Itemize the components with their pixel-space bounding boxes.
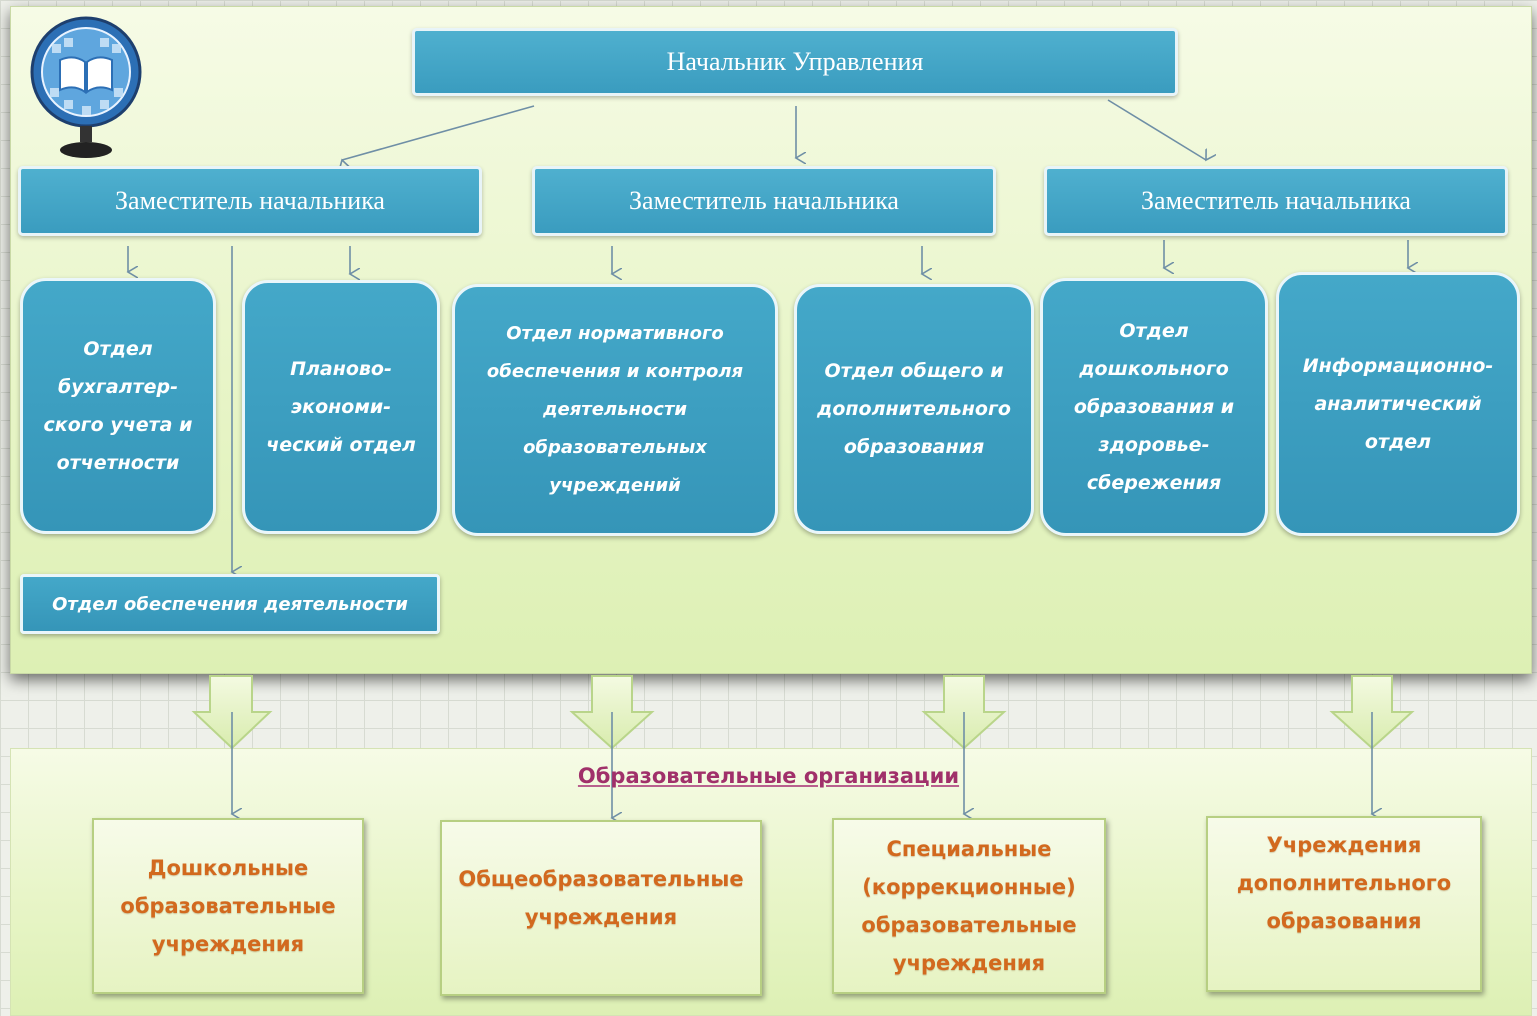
department-preschool-health: Отдел дошкольного образования и здоровье… bbox=[1040, 278, 1268, 536]
org-label: Специальные (коррекционные) образователь… bbox=[861, 837, 1077, 975]
deputy-box-1: Заместитель начальника bbox=[18, 166, 482, 236]
department-label: Отдел общего и дополнительного образован… bbox=[817, 360, 1011, 458]
org-label: Учреждения дополнительного образования bbox=[1236, 833, 1452, 933]
org-general-education: Общеобразовательные учреждения bbox=[440, 820, 762, 996]
org-special-correctional: Специальные (коррекционные) образователь… bbox=[832, 818, 1106, 994]
department-accounting: Отдел бухгалтер- ского учета и отчетност… bbox=[20, 278, 216, 534]
department-label: Отдел нормативного обеспечения и контрол… bbox=[486, 323, 744, 496]
department-label: Отдел бухгалтер- ского учета и отчетност… bbox=[43, 338, 193, 474]
deputy-label: Заместитель начальника bbox=[629, 186, 899, 215]
support-label: Отдел обеспечения деятельности bbox=[52, 593, 408, 615]
department-label: Информационно- аналитический отдел bbox=[1302, 355, 1494, 453]
department-planning-economic: Планово- экономи- ческий отдел bbox=[242, 280, 440, 534]
department-regulatory-control: Отдел нормативного обеспечения и контрол… bbox=[452, 284, 778, 536]
department-information-analytics: Информационно- аналитический отдел bbox=[1276, 272, 1520, 536]
organizations-title: Образовательные организации bbox=[577, 764, 960, 788]
globe-book-icon bbox=[28, 14, 144, 162]
org-preschool: Дошкольные образовательные учреждения bbox=[92, 818, 364, 994]
department-support: Отдел обеспечения деятельности bbox=[20, 574, 440, 634]
department-general-additional-education: Отдел общего и дополнительного образован… bbox=[794, 284, 1034, 534]
org-label: Общеобразовательные учреждения bbox=[458, 867, 744, 929]
department-label: Планово- экономи- ческий отдел bbox=[266, 358, 416, 456]
deputy-box-2: Заместитель начальника bbox=[532, 166, 996, 236]
head-box: Начальник Управления bbox=[412, 28, 1178, 96]
org-label: Дошкольные образовательные учреждения bbox=[120, 856, 336, 956]
department-label: Отдел дошкольного образования и здоровье… bbox=[1073, 320, 1235, 494]
deputy-label: Заместитель начальника bbox=[115, 186, 385, 215]
org-additional-education: Учреждения дополнительного образования bbox=[1206, 816, 1482, 992]
head-label: Начальник Управления bbox=[666, 47, 924, 76]
deputy-label: Заместитель начальника bbox=[1141, 186, 1411, 215]
deputy-box-3: Заместитель начальника bbox=[1044, 166, 1508, 236]
